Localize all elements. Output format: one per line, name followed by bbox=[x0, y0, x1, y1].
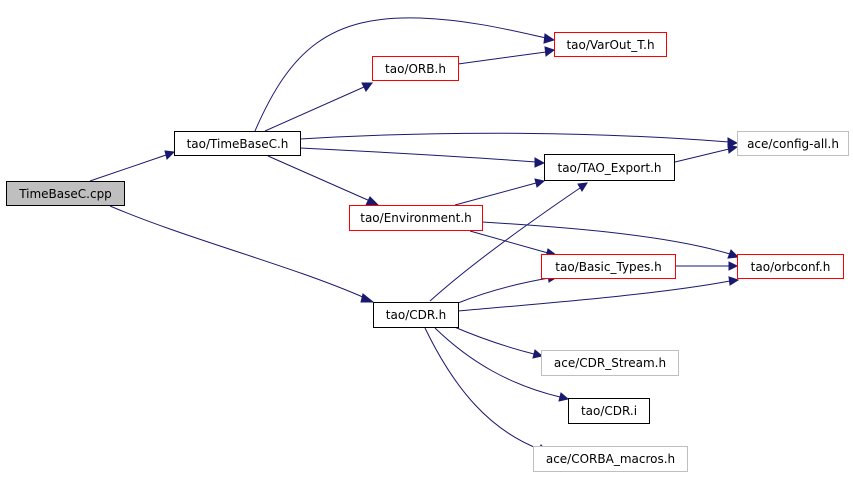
arrowhead bbox=[728, 276, 740, 286]
edge-cdr-h-to-basic-types-h bbox=[457, 277, 550, 304]
arrowhead bbox=[727, 137, 739, 148]
edge-environment-h-to-tao-export-h bbox=[454, 182, 537, 206]
arrowhead bbox=[558, 392, 570, 402]
arrowhead bbox=[360, 293, 375, 303]
edge-timebasec-h-to-config-all-h bbox=[299, 132, 730, 143]
node-tao-varout-t-h[interactable]: tao/VarOut_T.h bbox=[554, 32, 667, 57]
arrowhead bbox=[577, 182, 588, 192]
arrowhead bbox=[164, 150, 176, 160]
arrowhead bbox=[543, 33, 556, 44]
edge-orb-h-to-varout-t-h bbox=[457, 51, 547, 65]
node-timebasec-cpp: TimeBaseC.cpp bbox=[6, 181, 125, 206]
arrowhead bbox=[534, 178, 546, 188]
edge-timebasec-h-to-tao-export-h bbox=[299, 147, 537, 163]
node-tao-timebasec-h[interactable]: tao/TimeBaseC.h bbox=[174, 131, 301, 156]
node-ace-config-all-h[interactable]: ace/config-all.h bbox=[737, 131, 849, 156]
node-ace-cdr-stream-h[interactable]: ace/CDR_Stream.h bbox=[541, 350, 679, 376]
node-tao-cdr-i[interactable]: tao/CDR.i bbox=[568, 398, 650, 424]
arrowhead bbox=[365, 196, 380, 206]
node-tao-environment-h[interactable]: tao/Environment.h bbox=[349, 205, 483, 231]
arrowhead bbox=[532, 349, 544, 359]
edge-cdr-h-to-cdr-stream-h bbox=[451, 325, 535, 355]
node-ace-corba-macros-h[interactable]: ace/CORBA_macros.h bbox=[533, 446, 688, 472]
arrowhead bbox=[728, 261, 739, 271]
edge-tao-export-h-to-config-all-h bbox=[674, 148, 730, 163]
edge-cdr-h-to-cdr-i bbox=[434, 327, 561, 398]
edge-timebasec-cpp-to-timebasec-h bbox=[89, 154, 167, 182]
edge-environment-h-to-basic-types-h bbox=[469, 230, 549, 254]
node-tao-orb-h[interactable]: tao/ORB.h bbox=[372, 56, 459, 81]
edge-cdr-h-to-corba-macros-h bbox=[424, 327, 540, 450]
edge-environment-h-to-orbconf-h bbox=[481, 221, 731, 255]
node-tao-orbconf-h[interactable]: tao/orbconf.h bbox=[737, 254, 844, 279]
arrowhead bbox=[727, 249, 740, 259]
node-tao-tao-export-h[interactable]: tao/TAO_Export.h bbox=[544, 154, 675, 181]
edge-cdr-h-to-orbconf-h bbox=[457, 280, 731, 312]
edge-cdr-h-to-tao-export-h bbox=[429, 187, 581, 302]
node-tao-cdr-h[interactable]: tao/CDR.h bbox=[373, 302, 459, 328]
edge-timebasec-cpp-to-cdr-h bbox=[109, 205, 366, 299]
arrowhead bbox=[361, 82, 373, 92]
arrowhead bbox=[544, 46, 556, 57]
node-tao-basic-types-h[interactable]: tao/Basic_Types.h bbox=[541, 254, 676, 279]
arrowhead bbox=[727, 144, 739, 154]
edge-timebasec-h-to-orb-h bbox=[264, 86, 365, 132]
arrowhead bbox=[534, 157, 546, 168]
edge-timebasec-h-to-environment-h bbox=[267, 155, 371, 202]
edge-timebasec-h-to-varout-t-h bbox=[254, 17, 547, 132]
